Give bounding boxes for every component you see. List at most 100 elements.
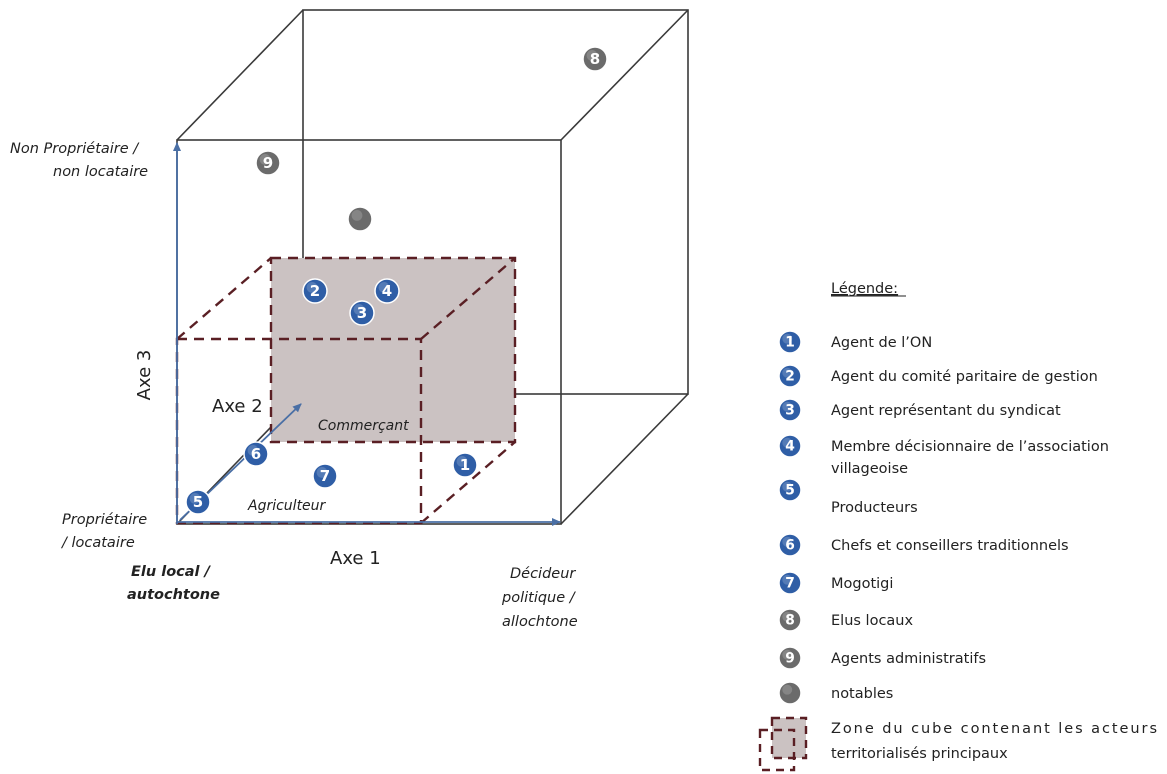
axis1-left-label-2: autochtone [127, 587, 220, 603]
actor-marker-3: 3 [349, 300, 375, 326]
axis3-bottom-label-2: / locataire [60, 535, 135, 551]
actor-marker-4-number: 4 [382, 282, 392, 300]
axis3-top-label: Non Propriétaire / [10, 141, 140, 157]
actor-marker-4-shine [378, 282, 390, 293]
legend-marker-9-circle [778, 646, 802, 670]
actor-marker-3-circle [349, 300, 375, 326]
legend-item-label: Membre décisionnaire de l’association [831, 439, 1109, 455]
legend-marker-9-number: 9 [785, 651, 795, 667]
legend-item-label: Agent représentant du syndicat [831, 403, 1061, 419]
actor-marker-7-circle [312, 463, 338, 489]
zone-front-face [175, 337, 423, 525]
legend-marker-notables-circle [778, 681, 802, 705]
actor-marker-9-shine [259, 154, 271, 165]
legend-zone-text: Zone du cube contenant les acteurs [831, 721, 1157, 737]
legend-marker-1-number: 1 [785, 335, 795, 351]
legend-item-label: Mogotigi [831, 576, 893, 592]
zone-edge [420, 257, 516, 340]
actor-marker-5: 5 [185, 489, 211, 515]
legend-marker-1-shine [782, 333, 793, 344]
axis3-top-label-2: non locataire [53, 164, 148, 180]
legend-marker-5-number: 5 [785, 483, 795, 499]
actor-marker-2-shine [306, 282, 318, 293]
actor-marker-notables-shine [351, 210, 363, 221]
agriculteur-label: Agriculteur [247, 498, 327, 514]
legend-item-label-2: villageoise [831, 461, 908, 477]
actor-marker-9: 9 [255, 150, 281, 176]
legend-item-label: Agents administratifs [831, 651, 986, 667]
zone-edge [176, 257, 272, 340]
legend-marker-4: 4 [778, 434, 802, 458]
legend-marker-6-circle [778, 533, 802, 557]
axis2-label: Axe 2 [212, 396, 263, 417]
legend-marker-2: 2 [778, 364, 802, 388]
legend-marker-2-circle [778, 364, 802, 388]
actor-marker-1: 1 [452, 452, 478, 478]
actor-marker-3-number: 3 [357, 304, 367, 322]
zone-edge [420, 441, 516, 524]
actor-marker-notables-circle [347, 206, 373, 232]
actor-marker-9-circle [255, 150, 281, 176]
legend-marker-5-circle [778, 478, 802, 502]
axis1-label: Axe 1 [330, 548, 381, 569]
cube-edge [560, 9, 689, 141]
actor-marker-3-shine [353, 304, 365, 315]
legend-marker-7-number: 7 [785, 576, 795, 592]
legend-marker-3: 3 [778, 398, 802, 422]
axis1-right-label-2: politique / [501, 590, 577, 606]
actor-marker-4-circle [374, 278, 400, 304]
legend-marker-4-circle [778, 434, 802, 458]
legend-marker-7-shine [782, 574, 793, 585]
actor-marker-6-number: 6 [251, 445, 261, 463]
legend-marker-4-number: 4 [785, 439, 795, 455]
legend-marker-8-number: 8 [785, 613, 795, 629]
legend-marker-1-circle [778, 330, 802, 354]
actor-marker-5-circle [185, 489, 211, 515]
actor-marker-6-circle [243, 441, 269, 467]
axis3-label: Axe 3 [134, 350, 155, 401]
actor-marker-2-number: 2 [310, 282, 320, 300]
actor-marker-6: 6 [243, 441, 269, 467]
legend-marker-5-shine [782, 481, 793, 492]
territorial-zone-cube [175, 256, 517, 525]
axis1-left-label: Elu local / [131, 564, 212, 580]
legend-marker-notables [778, 681, 802, 705]
legend-item-label: Producteurs [831, 500, 918, 516]
legend-marker-3-circle [778, 398, 802, 422]
legend-marker-4-shine [782, 437, 793, 448]
actor-marker-1-circle [452, 452, 478, 478]
actor-marker-5-shine [189, 493, 201, 504]
legend-marker-8-circle [778, 608, 802, 632]
actor-marker-1-shine [456, 456, 468, 467]
legend-marker-6-number: 6 [785, 538, 795, 554]
actor-marker-1-number: 1 [460, 456, 470, 474]
cube-edge [560, 393, 689, 525]
actor-marker-8-number: 8 [590, 50, 600, 68]
legend-marker-5: 5 [778, 478, 802, 502]
axis3-bottom-label: Propriétaire [62, 512, 147, 528]
actor-marker-2-circle [302, 278, 328, 304]
actor-marker-2: 2 [302, 278, 328, 304]
legend-zone-swatch-outer [770, 716, 808, 760]
actor-marker-8: 8 [582, 46, 608, 72]
legend-marker-7-circle [778, 571, 802, 595]
legend-zone-text-2: territorialisés principaux [831, 746, 1008, 762]
actor-marker-6-shine [247, 445, 259, 456]
actor-marker-5-number: 5 [193, 493, 203, 511]
actor-marker-8-shine [586, 50, 598, 61]
actor-marker-7-shine [316, 467, 328, 478]
legend-marker-2-shine [782, 367, 793, 378]
actor-marker-notables [347, 206, 373, 232]
axis1-right-label-3: allochtone [502, 614, 578, 630]
actor-marker-9-number: 9 [263, 154, 273, 172]
legend-marker-9-shine [782, 649, 793, 660]
legend-item-label: Agent de l’ON [831, 335, 932, 351]
legend-marker-8-shine [782, 611, 793, 622]
axis1-right-label: Décideur [510, 566, 576, 582]
actor-marker-8-circle [582, 46, 608, 72]
legend-zone-swatch-fill [772, 718, 806, 758]
actor-marker-7-number: 7 [320, 467, 330, 485]
legend-marker-8: 8 [778, 608, 802, 632]
legend-marker-3-shine [782, 401, 793, 412]
